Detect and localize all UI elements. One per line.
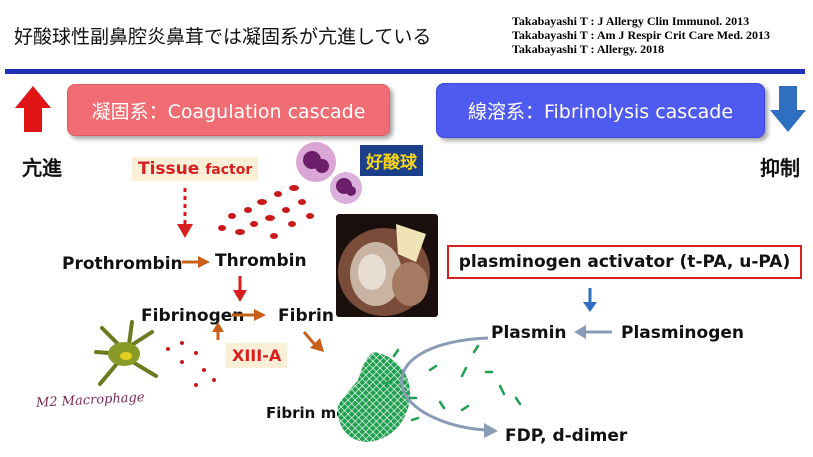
- tissue-factor-small: factor: [205, 162, 253, 178]
- endoscopy-image: [336, 214, 438, 317]
- reference-2: Takabayashi T : Am J Respir Crit Care Me…: [512, 28, 771, 42]
- tissue-factor-label: Tissue factor: [132, 157, 259, 181]
- plasminogen-activator-box: plasminogen activator (t-PA, u-PA): [447, 245, 802, 279]
- up-arrow-icon: [15, 86, 51, 132]
- eosinophil-label: 好酸球: [360, 145, 423, 176]
- fibrinolysis-banner: 線溶系：Fibrinolysis cascade: [436, 83, 765, 138]
- fibrin-label: Fibrin: [278, 306, 334, 326]
- tissue-factor-particles: [218, 185, 314, 239]
- down-arrow-icon: [770, 86, 806, 132]
- factor-xiiia-label: XIII-A: [226, 343, 288, 368]
- references: Takabayashi T : J Allergy Clin Immunol. …: [512, 14, 770, 56]
- status-down-label: 抑制: [760, 156, 800, 180]
- prothrombin-label: Prothrombin: [62, 254, 183, 274]
- tissue-factor-main: Tissue: [138, 159, 206, 179]
- fibrin-mesh-icon: [337, 352, 411, 442]
- divider-rule: [5, 69, 805, 74]
- status-up-label: 亢進: [22, 156, 62, 180]
- plasmin-label: Plasmin: [491, 323, 567, 343]
- macrophage-icon: [94, 320, 158, 386]
- fdp-d-dimer-label: FDP, d-dimer: [505, 426, 628, 446]
- eosinophil-cell-icon: [296, 142, 362, 204]
- slide-title: 好酸球性副鼻腔炎鼻茸では凝固系が亢進している: [14, 26, 432, 48]
- plasminogen-label: Plasminogen: [621, 323, 745, 343]
- reference-1: Takabayashi T : J Allergy Clin Immunol. …: [512, 14, 750, 28]
- coagulation-banner: 凝固系：Coagulation cascade: [67, 84, 390, 136]
- fibrinogen-label: Fibrinogen: [141, 306, 245, 326]
- tissue-factor-arrow: [177, 188, 193, 238]
- reference-3: Takabayashi T : Allergy. 2018: [512, 42, 665, 56]
- thrombin-label: Thrombin: [215, 251, 307, 271]
